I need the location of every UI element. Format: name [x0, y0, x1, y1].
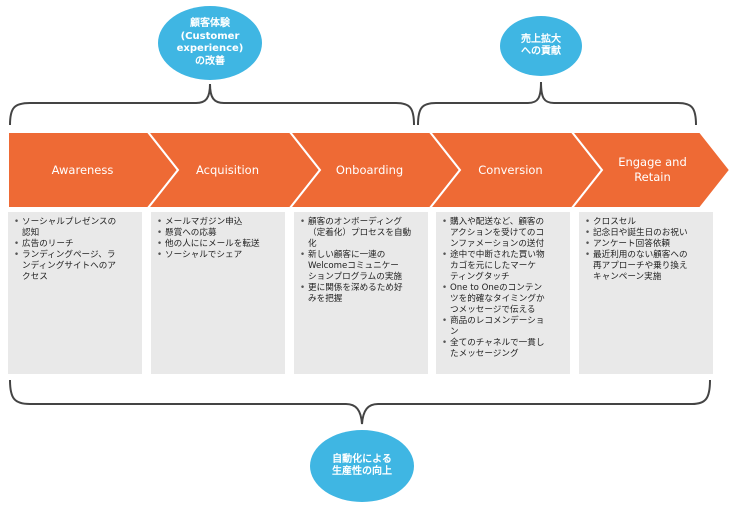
- customer-experience-bubble: 顧客体験 (Customer experience) の改善: [158, 6, 262, 80]
- chevron-engage-retain: [569, 131, 732, 209]
- automation-productivity-bubble: 自動化による 生産性の向上: [310, 430, 414, 502]
- list-item: 広告のリーチ: [14, 239, 136, 250]
- list-item: 最近利用のない顧客への 再アプローチや乗り換え キャンペーン実施: [585, 250, 707, 283]
- stage-box-acquisition: メールマガジン申込 懸賞への応募 他の人ににメールを転送 ソーシャルでシェア: [151, 212, 285, 374]
- list-item: 懸賞への応募: [157, 228, 279, 239]
- list-item: ソーシャルでシェア: [157, 250, 279, 261]
- list-item: 記念日や誕生日のお祝い: [585, 228, 707, 239]
- list-item: 途中で中断された買い物 カゴを元にしたマーケ ティングタッチ: [442, 250, 564, 283]
- bottom-brace: [9, 379, 711, 425]
- stage-label-acquisition: Acquisition: [196, 162, 259, 177]
- list-item: クロスセル: [585, 217, 707, 228]
- stage-box-conversion: 購入や配送など、顧客の アクションを受けてのコ ンファメーションの送付 途中で中…: [436, 212, 570, 374]
- list-item: 顧客のオンボーディング （定着化）プロセスを自動 化: [300, 217, 422, 250]
- list-item: 更に関係を深めるため好 みを把握: [300, 283, 422, 305]
- top-brace-right: [417, 81, 697, 126]
- stage-box-awareness: ソーシャルプレゼンスの 認知 広告のリーチ ランディングページ、ラ ンディングサ…: [8, 212, 142, 374]
- list-item: One to Oneのコンテン ツを的確なタイミングか つメッセージで伝える: [442, 283, 564, 316]
- list-item: 全てのチャネルで一貫し たメッセージング: [442, 338, 564, 360]
- top-brace-left: [9, 83, 415, 126]
- stage-label-engage-retain: Engage and Retain: [618, 155, 687, 184]
- list-item: アンケート回答依頼: [585, 239, 707, 250]
- chevron-row: [7, 131, 732, 209]
- list-item: 購入や配送など、顧客の アクションを受けてのコ ンファメーションの送付: [442, 217, 564, 250]
- list-item: 新しい顧客に一連の Welcomeコミュニケー ションプログラムの実施: [300, 250, 422, 283]
- list-item: 商品のレコメンデーショ ン: [442, 316, 564, 338]
- sales-growth-bubble: 売上拡大 への貢献: [500, 16, 582, 76]
- stage-label-conversion: Conversion: [478, 162, 543, 177]
- list-item: メールマガジン申込: [157, 217, 279, 228]
- stage-label-onboarding: Onboarding: [335, 162, 404, 177]
- list-item: ランディングページ、ラ ンディングサイトへのア クセス: [14, 250, 136, 283]
- stage-box-onboarding: 顧客のオンボーディング （定着化）プロセスを自動 化 新しい顧客に一連の Wel…: [294, 212, 428, 374]
- stage-label-awareness: Awareness: [51, 162, 114, 177]
- list-item: 他の人ににメールを転送: [157, 239, 279, 250]
- stage-box-engage-retain: クロスセル 記念日や誕生日のお祝い アンケート回答依頼 最近利用のない顧客への …: [579, 212, 713, 374]
- list-item: ソーシャルプレゼンスの 認知: [14, 217, 136, 239]
